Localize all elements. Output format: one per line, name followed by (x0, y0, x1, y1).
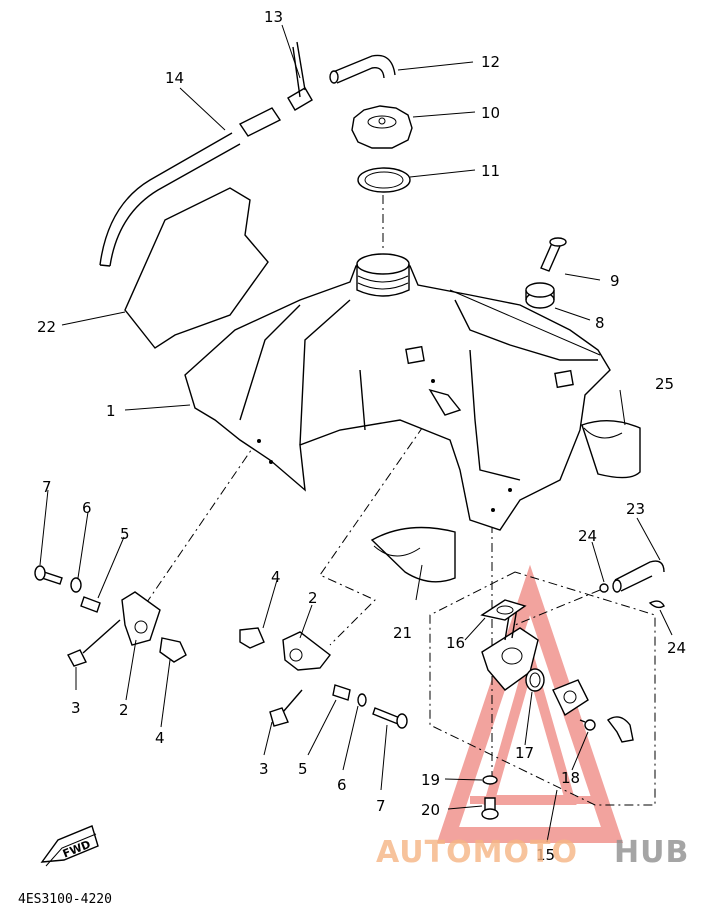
callout-19: 19 (421, 771, 440, 789)
drain-screw-20 (481, 797, 499, 820)
callout-6-right: 6 (337, 776, 347, 794)
lever-18 (606, 716, 634, 743)
callout-6-left: 6 (82, 499, 92, 517)
callout-8: 8 (595, 314, 605, 332)
o-ring-17 (525, 668, 545, 692)
callout-14: 14 (165, 69, 184, 87)
cover-plate-17 (552, 679, 589, 717)
callout-7-left: 7 (42, 478, 52, 496)
callout-24-lower: 24 (667, 639, 686, 657)
callout-25: 25 (655, 375, 674, 393)
breather-hose-14 (99, 107, 282, 267)
callout-2-left: 2 (119, 701, 129, 719)
callout-20: 20 (421, 801, 440, 819)
bolt-3-left (67, 619, 121, 667)
callout-5-right: 5 (298, 760, 308, 778)
watermark-part1: AUTOMOTO (376, 835, 578, 870)
callout-23: 23 (626, 500, 645, 518)
callout-24-upper: 24 (578, 527, 597, 545)
callout-7-right: 7 (376, 797, 386, 815)
fuel-cock-assembly-outline (429, 571, 656, 806)
gasket-16 (480, 599, 527, 621)
hose-clip-24b (648, 600, 665, 609)
left-bracket-leader-line (144, 439, 259, 606)
leader-lines (39, 24, 673, 843)
bolt-7-right (372, 707, 408, 729)
callout-17: 17 (515, 744, 534, 762)
callout-3-left: 3 (71, 699, 81, 717)
callout-4-right: 4 (271, 568, 281, 586)
callout-5-left: 5 (120, 525, 130, 543)
cap-gasket-11 (357, 167, 411, 193)
washer-6-left (70, 577, 82, 593)
fuel-hose-23 (612, 560, 665, 593)
bolt-3-right (269, 689, 303, 727)
callout-21: 21 (393, 624, 412, 642)
bracket-2-left (121, 591, 161, 646)
callout-1: 1 (106, 402, 116, 420)
damper-8 (525, 282, 555, 309)
collar-5-right (332, 684, 351, 701)
watermark-triangle-logo (436, 564, 624, 843)
callout-18: 18 (561, 769, 580, 787)
callout-3-right: 3 (259, 760, 269, 778)
watermark-text: AUTOMOTO HUB (376, 835, 689, 870)
callout-12: 12 (481, 53, 500, 71)
tank-damper-25 (581, 420, 641, 479)
drain-line-leader (514, 589, 601, 626)
forward-direction-arrow: FWD (40, 825, 99, 867)
damper-4-right (239, 627, 265, 649)
fuel-cap-10 (351, 105, 413, 149)
fuel-tank-1 (184, 253, 611, 531)
callout-10: 10 (481, 104, 500, 122)
bolt-9 (540, 237, 567, 272)
hose-clip-24a (599, 583, 609, 593)
collar-5-left (80, 596, 101, 613)
callout-22: 22 (37, 318, 56, 336)
callout-4-left: 4 (155, 729, 165, 747)
callout-11: 11 (481, 162, 500, 180)
callout-2-right: 2 (308, 589, 318, 607)
insulator-sheet-22 (124, 187, 269, 349)
screw-18 (579, 719, 596, 731)
bolt-7-left (34, 565, 63, 585)
vent-hose-12 (329, 54, 396, 84)
callout-15: 15 (536, 846, 555, 864)
tank-damper-21 (370, 526, 456, 583)
watermark-part2: HUB (614, 835, 689, 870)
washer-19 (482, 775, 498, 785)
bracket-2-right (282, 631, 331, 671)
callout-numbers: 1 2 2 3 3 4 4 5 5 6 6 7 7 8 9 10 11 12 1… (37, 8, 686, 864)
callout-9: 9 (610, 272, 620, 290)
diagram-code: 4ES3100-4220 (18, 892, 112, 907)
callout-16: 16 (446, 634, 465, 652)
right-bracket-leader-line (319, 394, 446, 646)
check-valve-13 (287, 41, 313, 111)
damper-4-left (159, 637, 187, 663)
washer-6-right (357, 693, 367, 707)
callout-13: 13 (264, 8, 283, 26)
